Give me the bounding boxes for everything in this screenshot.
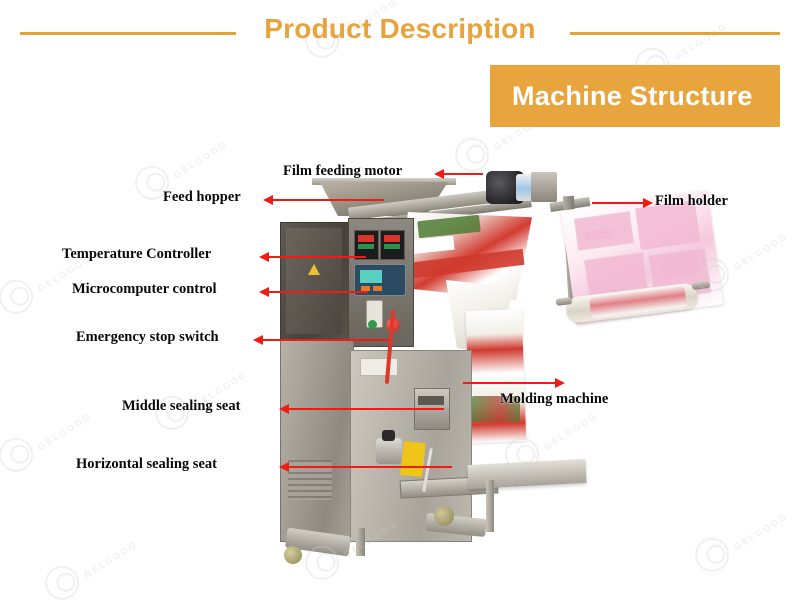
table-leg xyxy=(486,480,494,532)
callout-arrow-film-feeding-motor xyxy=(434,169,483,179)
callout-label-emergency-stop-switch: Emergency stop switch xyxy=(76,329,219,345)
temperature-controller-part-2 xyxy=(380,230,405,260)
callout-arrow-feed-hopper xyxy=(263,195,384,205)
callout-arrow-temperature-controller xyxy=(259,252,366,262)
callout-label-middle-sealing-seat: Middle sealing seat xyxy=(122,398,241,414)
callout-label-temperature-controller: Temperature Controller xyxy=(62,246,212,262)
regulator-knob xyxy=(382,430,395,441)
motor-gearbox xyxy=(531,172,557,202)
callout-label-microcomputer-control: Microcomputer control xyxy=(72,281,217,297)
title-rule-left xyxy=(20,32,236,35)
callout-arrow-emergency-stop-switch xyxy=(253,335,390,345)
header: Product Description xyxy=(0,0,800,60)
callout-label-film-holder: Film holder xyxy=(655,193,728,209)
motor-band xyxy=(516,174,532,201)
callout-label-horizontal-sealing-seat: Horizontal sealing seat xyxy=(76,456,217,472)
hopper-lip xyxy=(312,178,456,185)
title-rule-right xyxy=(570,32,780,35)
machine-photo xyxy=(250,160,724,590)
caster-left xyxy=(284,546,302,564)
caster-right xyxy=(434,506,454,526)
callout-label-feed-hopper: Feed hopper xyxy=(163,189,241,205)
callout-label-molding-machine: Molding machine xyxy=(500,391,609,407)
machine-structure-banner: Machine Structure xyxy=(490,65,780,127)
machine-body-left xyxy=(280,340,354,542)
air-regulator xyxy=(376,438,402,464)
bag-graphic xyxy=(472,396,520,422)
cabinet-door xyxy=(286,228,342,334)
callout-arrow-microcomputer-control xyxy=(259,287,368,297)
callout-arrow-molding-machine xyxy=(463,378,565,388)
start-button-part xyxy=(368,320,377,329)
frame-leg xyxy=(356,528,365,556)
machine-structure-label: Machine Structure xyxy=(512,80,753,111)
warning-triangle-icon xyxy=(308,264,320,275)
callout-arrow-horizontal-sealing-seat xyxy=(279,462,452,472)
callout-label-film-feeding-motor: Film feeding motor xyxy=(283,163,403,179)
callout-arrow-film-holder xyxy=(592,198,653,208)
temperature-controller-part-1 xyxy=(354,230,379,260)
page-title: Product Description xyxy=(264,13,536,44)
microcomputer-control-part xyxy=(354,264,406,296)
callout-arrow-middle-sealing-seat xyxy=(279,404,444,414)
middle-sealing-bar xyxy=(418,396,444,405)
